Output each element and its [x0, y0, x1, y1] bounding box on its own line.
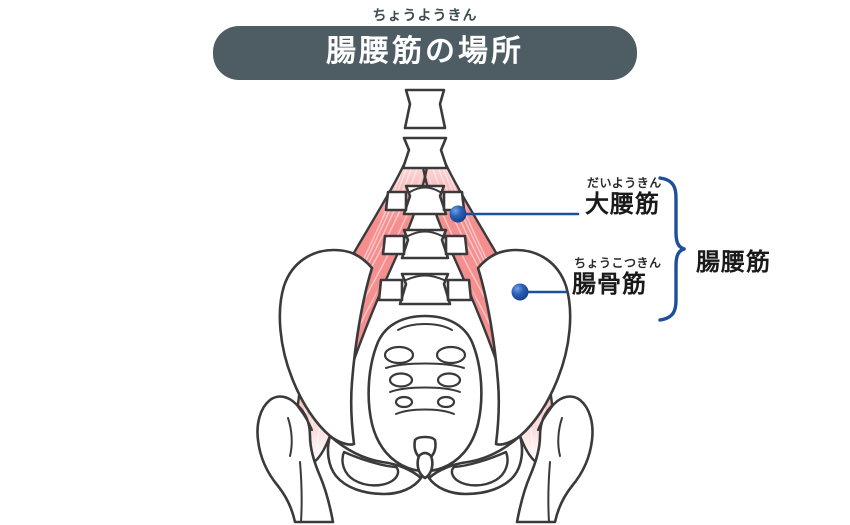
- obturator-foramen-left: [341, 450, 400, 487]
- vertebra-l4: [400, 228, 450, 260]
- callout-leaders: [449, 205, 580, 301]
- group-brace: [658, 176, 686, 322]
- group-label-iliopsoas: 腸腰筋: [696, 248, 771, 276]
- callout-psoas-furigana: だいようきん: [587, 176, 662, 190]
- ilium-right: [476, 248, 572, 446]
- callout-dot-iliacus[interactable]: [511, 283, 529, 301]
- callout-psoas-major: だいようきん 大腰筋: [585, 176, 662, 218]
- vertebra-l3: [402, 184, 448, 216]
- lumbar-vertebrae: [377, 88, 473, 306]
- femur-left: [256, 395, 335, 524]
- callout-psoas-label: 大腰筋: [585, 190, 660, 218]
- title-furigana: ちょうようきん: [372, 8, 478, 24]
- vertebra-l1: [403, 88, 447, 130]
- vertebra-l5-process-left: [377, 278, 404, 302]
- vertebra-l2: [401, 136, 449, 170]
- title-block: ちょうようきん 腸腰筋の場所: [0, 8, 850, 80]
- title-banner: 腸腰筋の場所: [213, 26, 637, 80]
- callout-iliacus-label: 腸骨筋: [572, 270, 647, 298]
- vertebra-l5-process-right: [446, 278, 473, 302]
- femur-right: [515, 395, 594, 524]
- sacrum: [367, 314, 483, 473]
- obturator-foramen-right: [450, 450, 509, 487]
- vertebra-l4-process-right: [444, 234, 469, 256]
- callout-iliacus-furigana: ちょうこつきん: [574, 256, 662, 270]
- callout-iliacus: ちょうこつきん 腸骨筋: [572, 256, 662, 298]
- callout-dot-psoas[interactable]: [449, 205, 467, 223]
- ilium-left: [278, 248, 374, 446]
- sacral-foramina: [383, 345, 467, 409]
- pubic-symphysis: [416, 451, 434, 480]
- vertebra-l3-process-left: [384, 190, 408, 212]
- vertebra-l4-process-left: [381, 234, 406, 256]
- page-title: 腸腰筋の場所: [326, 34, 524, 69]
- skeleton-group: [256, 88, 594, 524]
- vertebra-l5: [398, 272, 452, 306]
